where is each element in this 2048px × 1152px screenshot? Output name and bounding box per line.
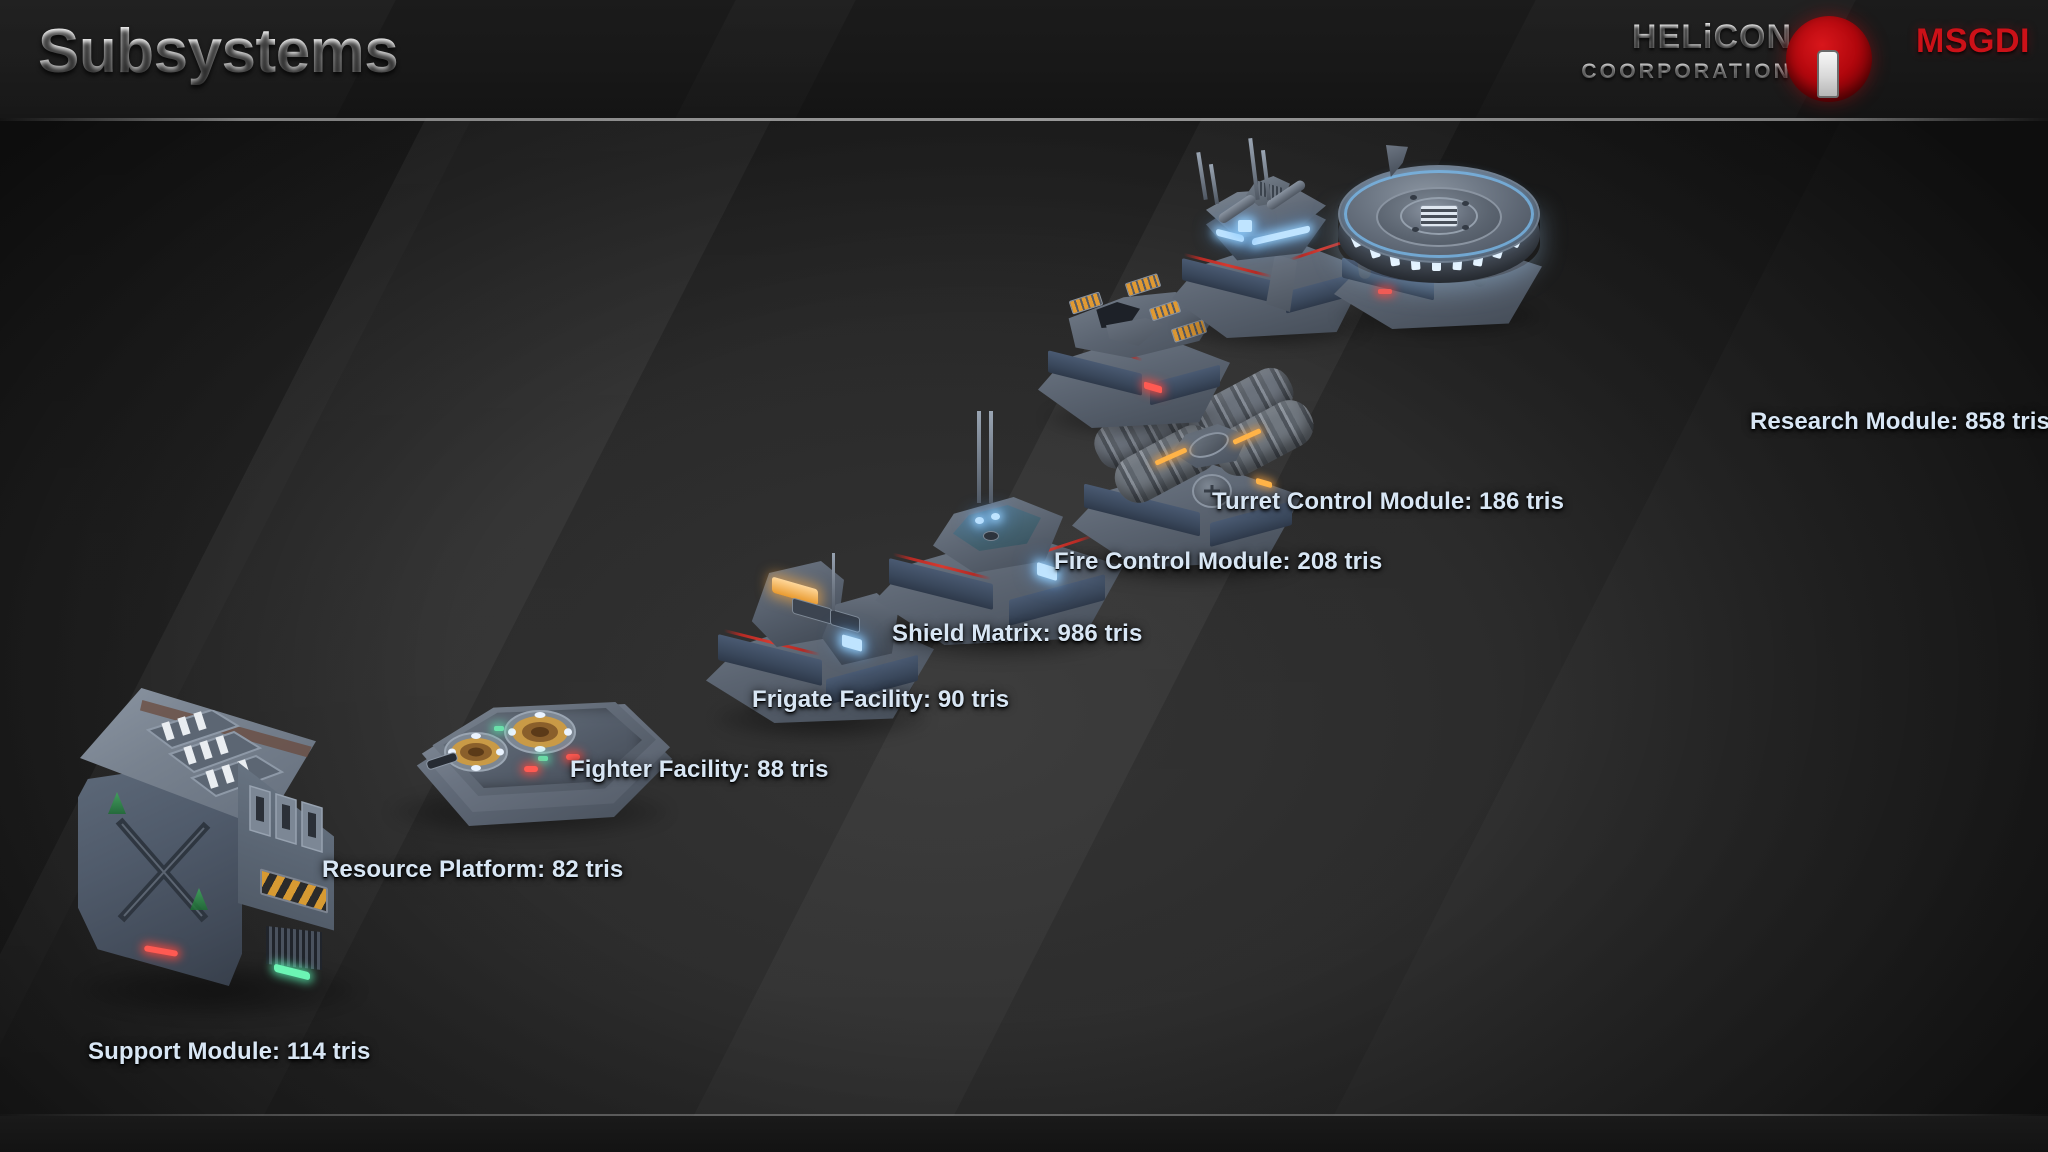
- caption-fire-control-module: Fire Control Module: 208 tris: [1054, 548, 1383, 575]
- helicon-orb-slot-icon: [1817, 50, 1839, 98]
- helicon-logo-name: HELiCON: [1542, 18, 1792, 57]
- caption-support-module: Support Module: 114 tris: [88, 1038, 371, 1065]
- model-support-module[interactable]: [70, 670, 370, 1030]
- fighter-antenna-mast: [832, 553, 835, 611]
- frigate-deck-hub: [983, 531, 999, 541]
- research-core-grille: [1420, 205, 1458, 227]
- msgdi-logo: MSGDI: [1916, 22, 2030, 60]
- footer-bar: [0, 1116, 2048, 1152]
- frigate-deck-light-b: [991, 513, 1000, 520]
- caption-frigate-facility: Frigate Facility: 90 tris: [752, 686, 1010, 713]
- resource-green-light-b: [538, 756, 548, 761]
- model-research-module[interactable]: [1320, 145, 1560, 345]
- footer-divider: [0, 1114, 2048, 1116]
- turret-antenna-mast-a: [1196, 151, 1208, 201]
- research-bolt-b: [1462, 201, 1469, 206]
- header-divider: [0, 118, 2048, 121]
- frigate-deck-light-a: [975, 517, 984, 524]
- resource-green-light-a: [494, 726, 504, 731]
- turret-antenna-mast-b: [1208, 163, 1220, 205]
- caption-resource-platform: Resource Platform: 82 tris: [322, 856, 624, 883]
- research-bolt-d: [1462, 225, 1469, 230]
- resource-red-light-a: [524, 766, 538, 772]
- research-bolt-c: [1412, 227, 1419, 232]
- frigate-antenna-mast-a: [977, 411, 981, 503]
- page-title: Subsystems: [38, 17, 399, 86]
- caption-fighter-facility: Fighter Facility: 88 tris: [570, 756, 829, 783]
- research-bolt-a: [1410, 195, 1417, 200]
- fire-vent-b: [1124, 273, 1162, 297]
- helicon-logo-subtitle: COORPORATION: [1542, 60, 1792, 84]
- caption-research-module: Research Module: 858 tris: [1750, 408, 2048, 435]
- caption-shield-matrix: Shield Matrix: 986 tris: [892, 620, 1143, 647]
- turret-light-block: [1238, 220, 1252, 232]
- helicon-logo: HELiCON COORPORATION: [1542, 14, 1872, 106]
- frigate-antenna-mast-b: [989, 411, 993, 503]
- support-x-emblem: [104, 798, 222, 948]
- caption-turret-control-module: Turret Control Module: 186 tris: [1212, 488, 1565, 515]
- support-right-slots: [248, 774, 334, 866]
- research-red-light: [1378, 289, 1392, 294]
- resource-landing-pad-b: [504, 710, 576, 754]
